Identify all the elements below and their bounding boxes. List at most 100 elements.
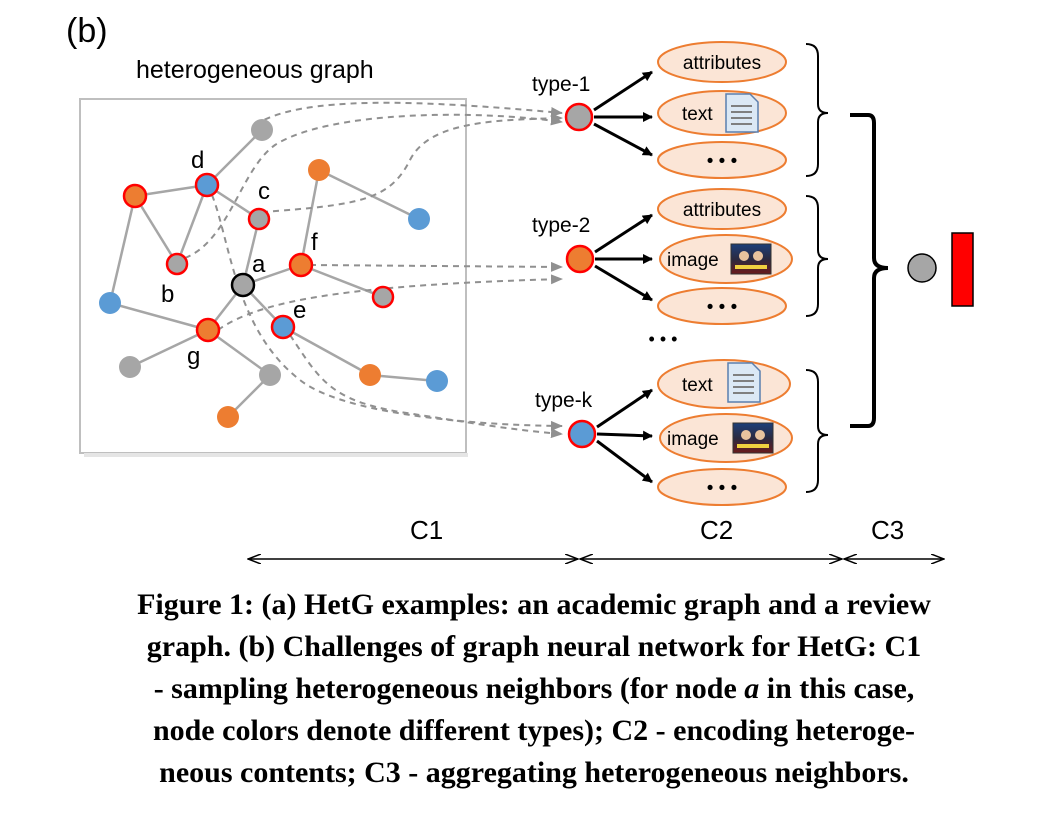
node-blue	[408, 208, 430, 230]
type-braces	[805, 43, 829, 493]
type-k-node	[567, 419, 597, 449]
figure-caption: Figure 1: (a) HetG examples: an academic…	[34, 584, 1034, 794]
node-label-b: b	[161, 281, 174, 308]
node-label-e: e	[293, 297, 306, 324]
region-label-c2: C2	[700, 515, 733, 545]
bubble-ellipsis	[657, 468, 787, 506]
edge	[133, 195, 179, 265]
node-label-g: g	[187, 343, 200, 370]
edge	[129, 328, 209, 369]
brace	[805, 43, 829, 177]
bubble-group-type-2: attributes image • • •	[657, 188, 793, 325]
type-2-node	[565, 244, 595, 274]
caption-line3-post: in this case,	[759, 672, 915, 705]
type-1-label: type-1	[532, 73, 590, 96]
arrow	[596, 388, 653, 429]
arrow	[594, 213, 653, 254]
bubble-attributes-label: attributes	[683, 200, 761, 221]
sample-path	[254, 101, 563, 126]
node-red-gray	[371, 285, 395, 309]
node-orange	[308, 159, 330, 181]
graph-title: heterogeneous graph	[136, 56, 374, 84]
type-1-node	[564, 102, 594, 132]
sample-path	[261, 113, 563, 213]
caption-line: Figure 1: (a) HetG examples: an academic…	[137, 588, 931, 621]
edge	[300, 263, 384, 299]
figure-diagram: (b) heterogeneous graph	[66, 12, 974, 580]
node-label-c: c	[258, 178, 270, 205]
arrow	[594, 264, 653, 302]
embedding-bar	[951, 232, 974, 307]
node-orange	[359, 364, 381, 386]
node-a	[230, 272, 256, 298]
document-icon	[727, 362, 761, 403]
brace	[805, 195, 829, 317]
caption-line: neous contents; C3 - aggregating heterog…	[159, 756, 909, 789]
edge	[206, 129, 263, 186]
middle-ellipsis: • • •	[649, 329, 678, 349]
bubble-image-label: image	[667, 429, 719, 450]
node-f	[288, 252, 314, 278]
node-b	[165, 252, 189, 276]
bubble-ellipsis	[657, 287, 787, 325]
node-gray	[251, 119, 273, 141]
node-c	[247, 207, 271, 231]
bubble-ellipsis-label: • • •	[707, 151, 738, 172]
edge	[282, 325, 371, 377]
graph-box-shadow	[84, 453, 468, 457]
edge	[299, 169, 321, 266]
node-red-orange	[122, 183, 148, 209]
node-label-f: f	[311, 229, 318, 256]
panel-label: (b)	[66, 12, 108, 50]
sample-path	[289, 334, 563, 439]
node-gray	[119, 356, 141, 378]
sampling-paths	[184, 101, 563, 439]
caption-line: graph. (b) Challenges of graph neural ne…	[146, 630, 922, 663]
node-label-d: d	[191, 147, 204, 174]
bubble-text-label: text	[682, 104, 713, 125]
edge	[108, 195, 137, 304]
arrow	[593, 122, 653, 157]
bubble-text-label: text	[682, 375, 713, 396]
sample-path	[217, 274, 563, 331]
aggregation-brace	[850, 113, 889, 428]
bubble-group-type-k: text image • • •	[657, 359, 793, 506]
bubble-text	[657, 90, 787, 136]
content-arrows	[593, 70, 653, 484]
document-icon	[725, 93, 759, 133]
caption-line: node colors denote different types); C2 …	[152, 714, 916, 747]
image-thumbnail-icon	[730, 243, 772, 275]
node-gray	[259, 364, 281, 386]
edge	[175, 184, 209, 265]
edge	[369, 373, 438, 383]
sample-path	[309, 261, 563, 272]
bubble-ellipsis-label: • • •	[707, 297, 738, 318]
bubble-text	[657, 359, 791, 409]
node-orange	[217, 406, 239, 428]
type-k-label: type-k	[535, 389, 593, 412]
caption-line3-pre: - sampling heterogeneous neighbors (for …	[153, 672, 745, 705]
graph-nodes	[99, 119, 448, 428]
region-label-c1: C1	[410, 515, 443, 545]
bubble-group-type-1: attributes text • • •	[657, 41, 787, 179]
caption-line: - sampling heterogeneous neighbors (for …	[34, 668, 1034, 710]
aggregated-node	[907, 253, 937, 283]
node-e	[270, 314, 296, 340]
type-2-label: type-2	[532, 214, 590, 237]
bubble-attributes-label: attributes	[683, 53, 761, 74]
region-label-c3: C3	[871, 515, 904, 545]
arrow	[593, 70, 653, 112]
node-label-a: a	[252, 251, 266, 278]
edge	[318, 168, 420, 221]
bubble-attributes	[657, 188, 787, 230]
bubble-ellipsis-label: • • •	[707, 478, 738, 499]
caption-line3-var: a	[744, 672, 760, 705]
edge	[207, 328, 271, 377]
node-blue	[426, 370, 448, 392]
node-d	[194, 172, 220, 198]
node-g	[195, 317, 221, 343]
node-blue	[99, 292, 121, 314]
graph-box	[79, 98, 467, 454]
arrow	[596, 439, 653, 484]
bubble-attributes	[657, 41, 787, 83]
